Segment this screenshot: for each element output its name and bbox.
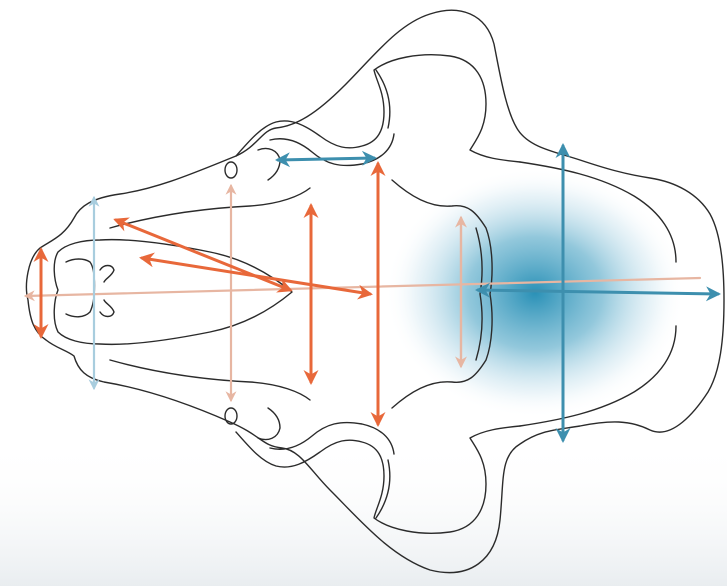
braincase-upper-arrow — [278, 158, 374, 160]
diagonal-lower-arrow — [142, 258, 370, 294]
incisive-foramen-lower — [100, 300, 114, 317]
orbital-notch-upper — [258, 148, 280, 180]
incisive-foramen-upper — [100, 266, 114, 283]
orbital-notch-lower — [258, 408, 280, 440]
zygoma-upper — [236, 55, 520, 162]
foramen-upper — [225, 162, 237, 178]
foramen-lower — [225, 408, 237, 424]
diagonal-upper-arrow — [116, 220, 290, 290]
bottom-fade — [0, 440, 727, 586]
